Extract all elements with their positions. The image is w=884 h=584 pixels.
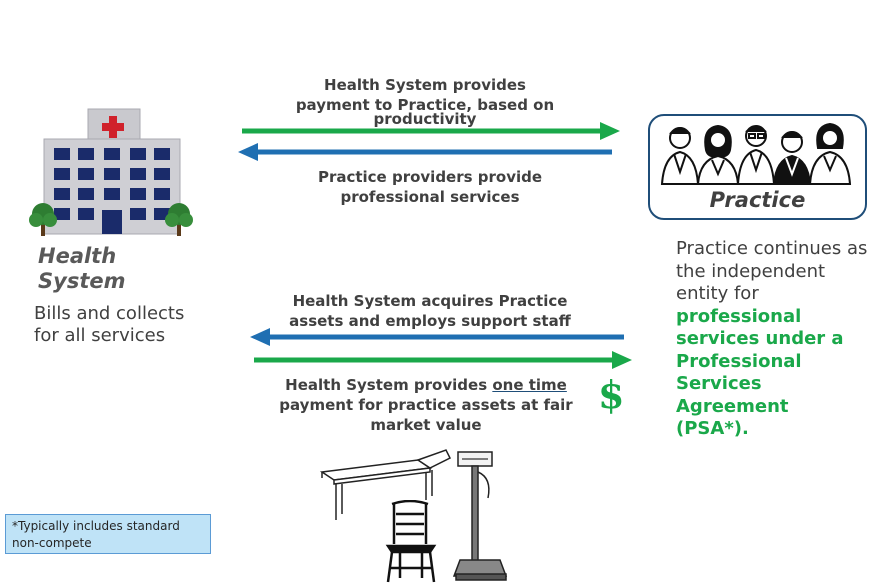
acquire-arrow-label: Health System acquires Practice assets a… — [289, 292, 571, 330]
hospital-icon — [29, 108, 193, 236]
practice-box: Practice — [648, 114, 867, 220]
services-arrow-left — [238, 143, 612, 161]
health-system-title: Health System — [38, 244, 126, 293]
acquire-arrow-left — [250, 328, 624, 346]
tree-left-icon — [29, 203, 57, 236]
practice-description: Practice continues as the independent en… — [676, 238, 868, 439]
services-arrow-label: Practice providers provide professional … — [317, 168, 543, 206]
scale-icon — [452, 451, 508, 581]
doctors-group-icon — [660, 122, 852, 185]
payment-arrow-label: Health System provides payment to Practi… — [295, 76, 555, 128]
dollar-sign-icon: $ — [598, 372, 625, 417]
asset-payment-arrow-right — [254, 351, 632, 369]
footnote-box: *Typically includes standard non-compete — [5, 514, 211, 554]
exam-table-icon — [319, 449, 452, 520]
payment-arrow-right — [242, 122, 620, 140]
health-system-description: Bills and collects for all services — [34, 303, 185, 346]
asset-payment-arrow-label: Health System provides one time payment … — [279, 376, 573, 434]
chair-icon — [385, 500, 437, 583]
practice-label: Practice — [709, 188, 806, 212]
tree-right-icon — [165, 203, 193, 236]
